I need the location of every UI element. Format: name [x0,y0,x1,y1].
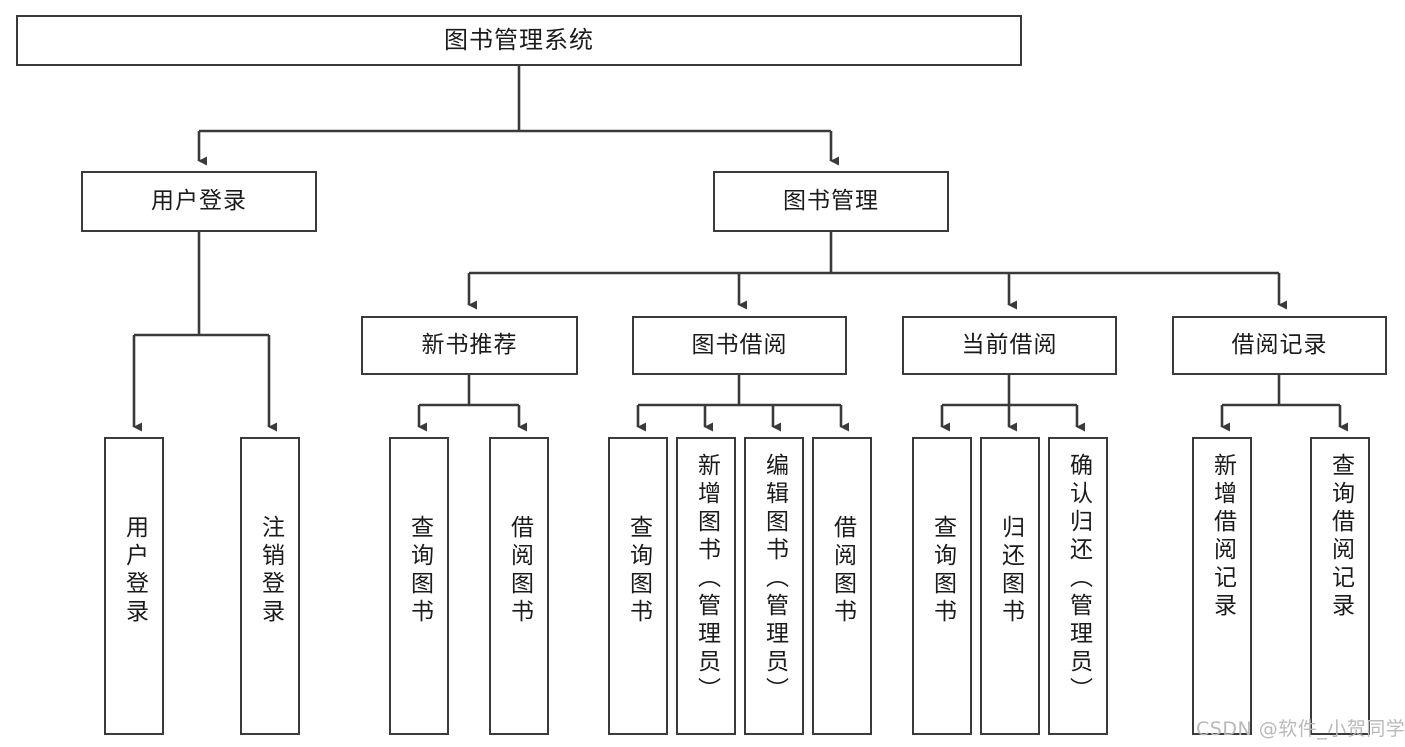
node-current-borrow[interactable]: 当前借阅 [902,316,1117,375]
node-leaf-borrow-book-new[interactable]: 借阅图书 [489,437,549,735]
node-label: 新增图书（管理员） [693,453,720,705]
node-leaf-query-borrow-record[interactable]: 查询借阅记录 [1310,437,1370,735]
node-book-borrow[interactable]: 图书借阅 [632,316,847,375]
node-label: 归还图书 [997,515,1024,627]
node-label: 查询图书 [929,515,956,627]
node-new-book-recommend[interactable]: 新书推荐 [361,316,578,375]
node-root-system[interactable]: 图书管理系统 [16,15,1022,66]
node-label: 图书借阅 [691,332,788,359]
node-label: 用户登录 [151,188,247,215]
node-label: 借阅记录 [1231,332,1328,359]
node-user-login[interactable]: 用户登录 [81,171,317,232]
node-label: 用户登录 [121,515,148,627]
node-leaf-borrow-book[interactable]: 借阅图书 [812,437,872,735]
watermark-text: CSDN @软件_小贺同学 [1196,718,1405,740]
node-label: 确认归还（管理员） [1065,453,1092,705]
node-leaf-confirm-return-admin[interactable]: 确认归还（管理员） [1048,437,1108,735]
node-label: 借阅图书 [506,515,533,627]
node-label: 查询图书 [625,515,652,627]
node-label: 新增借阅记录 [1209,453,1236,621]
node-leaf-return-book[interactable]: 归还图书 [980,437,1040,735]
node-leaf-query-book-new[interactable]: 查询图书 [389,437,449,735]
node-leaf-user-login[interactable]: 用户登录 [104,437,164,735]
node-leaf-add-book-admin[interactable]: 新增图书（管理员） [676,437,736,735]
node-label: 新书推荐 [421,332,518,359]
node-leaf-query-book-current[interactable]: 查询图书 [912,437,972,735]
node-label: 编辑图书（管理员） [761,453,788,705]
node-label: 查询图书 [406,515,433,627]
node-leaf-logout[interactable]: 注销登录 [240,437,300,735]
node-borrow-record[interactable]: 借阅记录 [1172,316,1387,375]
node-leaf-edit-book-admin[interactable]: 编辑图书（管理员） [744,437,804,735]
node-label: 查询借阅记录 [1327,453,1354,621]
node-leaf-add-borrow-record[interactable]: 新增借阅记录 [1192,437,1252,735]
node-label: 图书管理系统 [444,25,594,54]
node-label: 当前借阅 [961,332,1058,359]
node-label: 注销登录 [257,515,284,627]
node-book-management[interactable]: 图书管理 [713,171,949,232]
node-leaf-query-book[interactable]: 查询图书 [608,437,668,735]
node-label: 借阅图书 [829,515,856,627]
node-label: 图书管理 [783,188,879,215]
